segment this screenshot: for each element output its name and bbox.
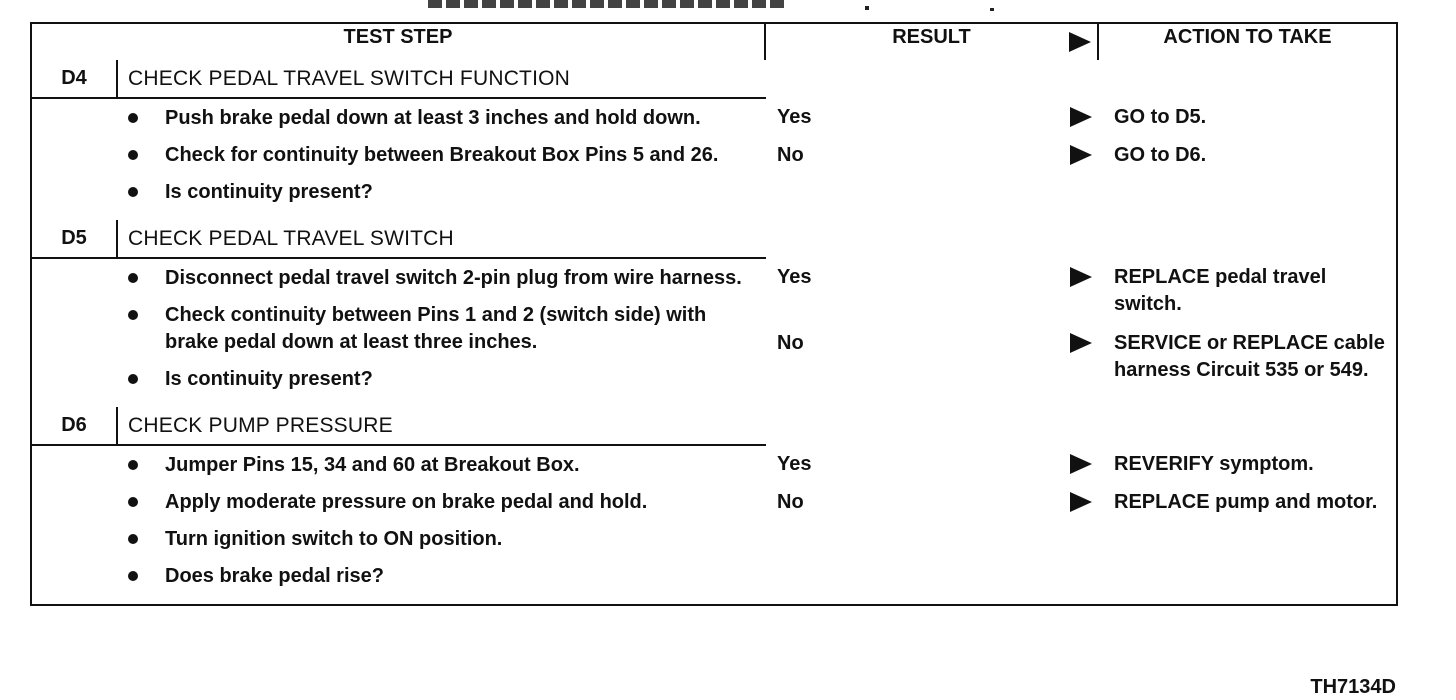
header-test-step: TEST STEP — [343, 26, 453, 48]
bullet-text: Jumper Pins 15, 34 and 60 at Breakout Bo… — [165, 454, 580, 476]
scan-artifact — [428, 0, 788, 8]
test-step-cell: D5 CHECK PEDAL TRAVEL SWITCH Disconnect … — [31, 220, 766, 407]
step-title-bar: D6 CHECK PUMP PRESSURE — [32, 407, 766, 446]
bullet-dot-icon — [128, 273, 138, 283]
bullet-dot-icon — [128, 460, 138, 470]
list-item: Is continuity present? — [32, 366, 765, 393]
step-bullets: Jumper Pins 15, 34 and 60 at Breakout Bo… — [32, 446, 765, 604]
result-label: Yes — [777, 106, 812, 128]
list-item: Check for continuity between Breakout Bo… — [32, 142, 765, 169]
diagnostic-table: TEST STEP RESULT ACTION TO TAKE D4 CHECK… — [30, 22, 1398, 606]
bullet-text: Check for continuity between Breakout Bo… — [165, 144, 719, 166]
header-result-label: RESULT — [892, 26, 971, 48]
result-cell: Yes No — [765, 407, 1098, 605]
bullet-dot-icon — [128, 187, 138, 197]
result-no: No — [765, 330, 1098, 357]
result-yes: Yes — [765, 451, 1098, 478]
bullet-dot-icon — [128, 374, 138, 384]
test-step-cell: D6 CHECK PUMP PRESSURE Jumper Pins 15, 3… — [31, 407, 766, 605]
bullet-text: Turn ignition switch to ON position. — [165, 528, 503, 550]
bullet-text: Is continuity present? — [165, 181, 373, 203]
bullet-dot-icon — [128, 534, 138, 544]
step-id: D4 — [32, 60, 118, 97]
arrow-right-icon — [1070, 267, 1092, 287]
header-action: ACTION TO TAKE — [1163, 26, 1332, 48]
result-label: No — [777, 332, 804, 354]
bullet-dot-icon — [128, 113, 138, 123]
step-name: CHECK PEDAL TRAVEL SWITCH — [128, 227, 454, 250]
action-no: REPLACE pump and motor. — [1114, 491, 1378, 513]
action-cell: GO to D5. GO to D6. — [1098, 60, 1397, 220]
table-row: D4 CHECK PEDAL TRAVEL SWITCH FUNCTION Pu… — [31, 60, 1397, 220]
list-item: Is continuity present? — [32, 179, 765, 206]
step-id: D5 — [32, 220, 118, 257]
bullet-text: Disconnect pedal travel switch 2-pin plu… — [165, 267, 742, 289]
result-label: No — [777, 144, 804, 166]
table-row: D5 CHECK PEDAL TRAVEL SWITCH Disconnect … — [31, 220, 1397, 407]
test-step-cell: D4 CHECK PEDAL TRAVEL SWITCH FUNCTION Pu… — [31, 60, 766, 220]
result-yes: Yes — [765, 104, 1098, 131]
action-yes: GO to D5. — [1114, 106, 1207, 128]
list-item: Jumper Pins 15, 34 and 60 at Breakout Bo… — [32, 452, 765, 479]
list-item: Push brake pedal down at least 3 inches … — [32, 105, 765, 132]
result-label: No — [777, 491, 804, 513]
action-cell: REVERIFY symptom. REPLACE pump and motor… — [1098, 407, 1397, 605]
step-id: D6 — [32, 407, 118, 444]
arrow-right-icon — [1070, 454, 1092, 474]
arrow-right-icon — [1070, 107, 1092, 127]
arrow-right-icon — [1070, 145, 1092, 165]
bullet-text: Push brake pedal down at least 3 inches … — [165, 107, 701, 129]
step-name: CHECK PEDAL TRAVEL SWITCH FUNCTION — [128, 67, 571, 90]
action-yes: REVERIFY symptom. — [1114, 453, 1314, 475]
action-no: SERVICE or REPLACE cable harness Circuit… — [1114, 332, 1385, 381]
step-title-bar: D4 CHECK PEDAL TRAVEL SWITCH FUNCTION — [32, 60, 766, 99]
list-item: Apply moderate pressure on brake pedal a… — [32, 489, 765, 516]
bullet-dot-icon — [128, 571, 138, 581]
bullet-text: Is continuity present? — [165, 368, 373, 390]
table-header-row: TEST STEP RESULT ACTION TO TAKE — [31, 23, 1397, 60]
arrow-right-icon — [1070, 492, 1092, 512]
bullet-text: Does brake pedal rise? — [165, 565, 384, 587]
result-no: No — [765, 142, 1098, 169]
step-bullets: Disconnect pedal travel switch 2-pin plu… — [32, 259, 765, 407]
step-bullets: Push brake pedal down at least 3 inches … — [32, 99, 765, 220]
result-yes: Yes — [765, 264, 1098, 291]
list-item: Does brake pedal rise? — [32, 563, 765, 590]
bullet-dot-icon — [128, 497, 138, 507]
step-name: CHECK PUMP PRESSURE — [128, 414, 393, 437]
bullet-dot-icon — [128, 310, 138, 320]
scan-artifact — [865, 6, 869, 10]
arrow-right-icon — [1069, 32, 1091, 52]
bullet-text: Apply moderate pressure on brake pedal a… — [165, 491, 648, 513]
list-item: Check continuity between Pins 1 and 2 (s… — [32, 302, 765, 356]
list-item: Disconnect pedal travel switch 2-pin plu… — [32, 265, 765, 292]
table-row: D6 CHECK PUMP PRESSURE Jumper Pins 15, 3… — [31, 407, 1397, 605]
list-item: Turn ignition switch to ON position. — [32, 526, 765, 553]
header-result: RESULT — [764, 23, 1099, 60]
arrow-right-icon — [1070, 333, 1092, 353]
scan-artifact — [990, 8, 994, 11]
bullet-dot-icon — [128, 150, 138, 160]
result-label: Yes — [777, 453, 812, 475]
figure-id: TH7134D — [1310, 676, 1396, 698]
step-title-bar: D5 CHECK PEDAL TRAVEL SWITCH — [32, 220, 766, 259]
result-cell: Yes No — [765, 220, 1098, 407]
action-yes: REPLACE pedal travel switch. — [1114, 266, 1327, 315]
action-no: GO to D6. — [1114, 144, 1207, 166]
bullet-text: Check continuity between Pins 1 and 2 (s… — [165, 304, 707, 353]
result-label: Yes — [777, 266, 812, 288]
result-cell: Yes No — [765, 60, 1098, 220]
result-no: No — [765, 489, 1098, 516]
action-cell: REPLACE pedal travel switch. SERVICE or … — [1098, 220, 1397, 407]
